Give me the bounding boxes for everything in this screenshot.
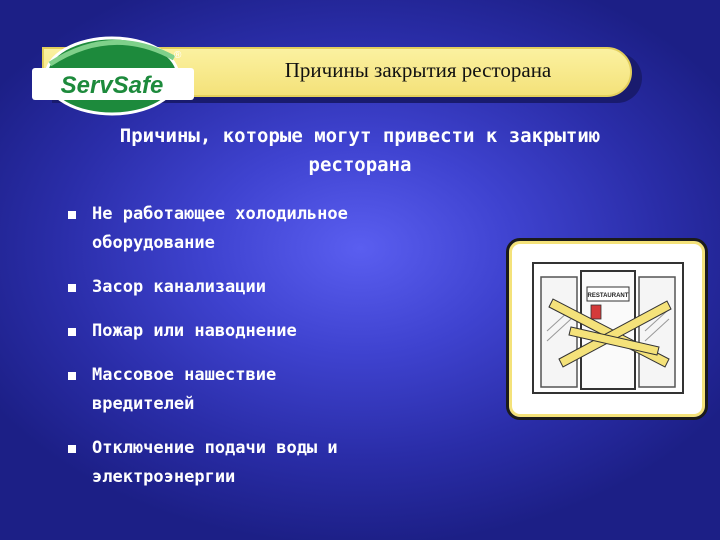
caution-tape xyxy=(568,326,660,356)
closed-restaurant-illustration: RESTAURANT xyxy=(506,238,708,420)
servsafe-logo: ServSafe ® xyxy=(32,36,194,116)
list-item-line: Пожар или наводнение xyxy=(92,321,297,341)
list-item-line: Не работающее холодильное xyxy=(92,204,348,224)
list-item: Массовое нашествие вредителей xyxy=(66,361,496,419)
list-item-line: оборудование xyxy=(92,233,215,253)
bullet-square-icon xyxy=(68,445,76,453)
page-title: Причины закрытия ресторана xyxy=(284,58,552,82)
right-window xyxy=(638,276,676,388)
list-item: Отключение подачи воды и электроэнергии xyxy=(66,434,496,492)
bullet-list: Не работающее холодильное оборудование З… xyxy=(66,200,496,507)
logo-swoosh xyxy=(48,40,176,67)
bullet-square-icon xyxy=(68,284,76,292)
caution-tape xyxy=(558,300,672,368)
logo-registered-mark: ® xyxy=(174,50,182,61)
list-item-line: вредителей xyxy=(92,394,195,414)
logo-text: ServSafe xyxy=(61,72,164,99)
bullet-square-icon xyxy=(68,328,76,336)
heading-line-2: ресторана xyxy=(308,154,412,176)
list-item: Пожар или наводнение xyxy=(66,317,496,346)
bullet-square-icon xyxy=(68,211,76,219)
list-item-line: Засор канализации xyxy=(92,277,266,297)
window-glare xyxy=(546,318,572,342)
list-item: Засор канализации xyxy=(66,273,496,302)
list-item-line: Отключение подачи воды и xyxy=(92,438,338,458)
closure-notice-icon xyxy=(590,304,602,320)
heading-line-1: Причины, которые могут привести к закрыт… xyxy=(119,125,601,147)
restaurant-sign xyxy=(586,286,630,302)
restaurant-sign-text: RESTAURANT xyxy=(588,293,629,299)
list-item-line: Массовое нашествие xyxy=(92,365,277,385)
slide-heading: Причины, которые могут привести к закрыт… xyxy=(10,122,710,180)
window-glare xyxy=(644,318,670,342)
list-item: Не работающее холодильное оборудование xyxy=(66,200,496,258)
logo-band xyxy=(32,68,194,100)
list-item-line: электроэнергии xyxy=(92,467,236,487)
window-glare xyxy=(644,310,668,332)
closed-door-drawing: RESTAURANT xyxy=(532,262,684,394)
bullet-square-icon xyxy=(68,372,76,380)
